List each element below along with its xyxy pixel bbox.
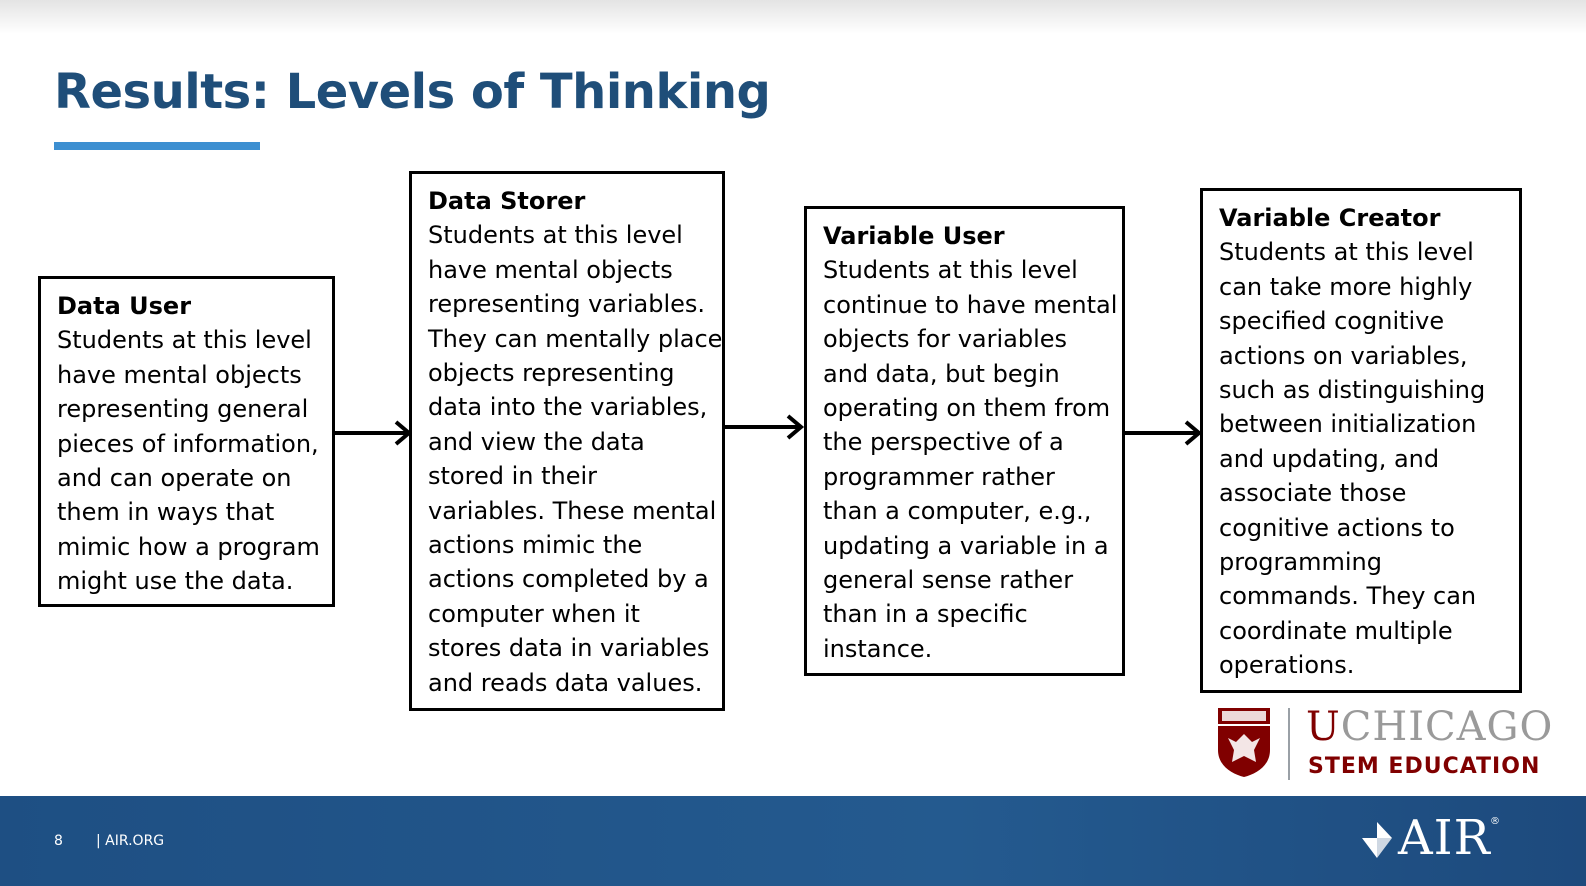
description-line: them in ways that [57,498,275,527]
description-line: Students at this level [823,256,1078,285]
air-diamond-icon [1362,822,1392,858]
logo-divider [1288,708,1290,780]
level-title: Variable User [823,222,1005,250]
description-line: and data, but begin [823,359,1060,388]
description-line: updating a variable in a [823,531,1109,560]
level-title: Data User [57,292,192,320]
level-box-data-user: Data User Students at this level have me… [38,276,335,607]
description-line: pieces of information, [57,429,319,458]
description-line: representing general [57,395,309,424]
description-line: coordinate multiple [1219,616,1453,645]
level-box-data-storer: Data Storer Students at this level have … [409,171,725,711]
description-line: objects representing [428,359,675,388]
uchicago-stem-logo: UCHICAGO STEM EDUCATION [1216,704,1552,782]
site-link[interactable]: | AIR.ORG [96,833,165,849]
description-line: specified cognitive [1219,307,1445,336]
description-line: and updating, and [1219,444,1440,473]
description-line: actions on variables, [1219,341,1468,370]
slide-title: Results: Levels of Thinking [54,64,771,120]
description-line: Students at this level [1219,238,1474,267]
description-line: can take more highly [1219,272,1473,301]
level-description: Students at this level have mental objec… [428,218,723,700]
description-line: computer when it [428,599,640,628]
description-line: Students at this level [57,326,312,355]
description-line: instance. [823,634,933,663]
footer-bar: 8 | AIR.ORG AIR ® [0,796,1586,886]
description-line: such as distinguishing [1219,376,1486,405]
description-line: than in a specific [823,600,1028,629]
description-line: They can mentally place [428,324,723,353]
description-line: programmer rather [823,462,1055,491]
description-line: associate those [1219,479,1407,508]
description-line: than a computer, e.g., [823,497,1092,526]
description-line: continue to have mental [823,290,1118,319]
arrow-right-icon [1124,420,1203,446]
description-line: cognitive actions to [1219,513,1455,542]
level-box-variable-creator: Variable Creator Students at this level … [1200,188,1522,693]
uchicago-crest-icon [1218,708,1270,777]
description-line: programming [1219,548,1382,577]
air-wordmark: AIR [1398,810,1491,866]
level-box-variable-user: Variable User Students at this level con… [804,206,1125,676]
description-line: data into the variables, [428,393,708,422]
description-line: stores data in variables [428,634,710,663]
description-line: have mental objects [428,255,673,284]
description-line: have mental objects [57,360,302,389]
description-line: the perspective of a [823,428,1064,457]
level-description: Students at this level have mental objec… [57,323,320,598]
arrow-right-icon [724,414,805,440]
wordmark-chicago: CHICAGO [1340,704,1554,750]
registered-mark: ® [1490,816,1500,827]
description-line: operations. [1219,651,1355,680]
stem-education-label: STEM EDUCATION [1308,754,1541,779]
description-line: general sense rather [823,566,1074,595]
description-line: variables. These mental [428,496,717,525]
description-line: might use the data. [57,567,294,596]
level-description: Students at this level can take more hig… [1219,235,1505,682]
uchicago-wordmark: UCHICAGO [1306,704,1553,750]
level-description: Students at this level continue to have … [823,253,1118,666]
arrow-right-icon [334,420,413,446]
wordmark-u: U [1306,704,1341,750]
description-line: objects for variables [823,325,1068,354]
description-line: commands. They can [1219,582,1477,611]
air-logo: AIR ® [1360,810,1500,866]
top-shade [0,0,1586,34]
description-line: actions completed by a [428,565,709,594]
title-underline [54,142,260,150]
description-line: stored in their [428,462,597,491]
description-line: Students at this level [428,221,683,250]
description-line: mimic how a program [57,532,320,561]
description-line: representing variables. [428,290,706,319]
level-title: Variable Creator [1219,204,1441,232]
description-line: and reads data values. [428,668,703,697]
description-line: operating on them from [823,394,1111,423]
description-line: between initialization [1219,410,1477,439]
description-line: actions mimic the [428,531,643,560]
page-number: 8 [54,833,63,849]
level-title: Data Storer [428,187,586,215]
description-line: and view the data [428,427,645,456]
description-line: and can operate on [57,464,292,493]
